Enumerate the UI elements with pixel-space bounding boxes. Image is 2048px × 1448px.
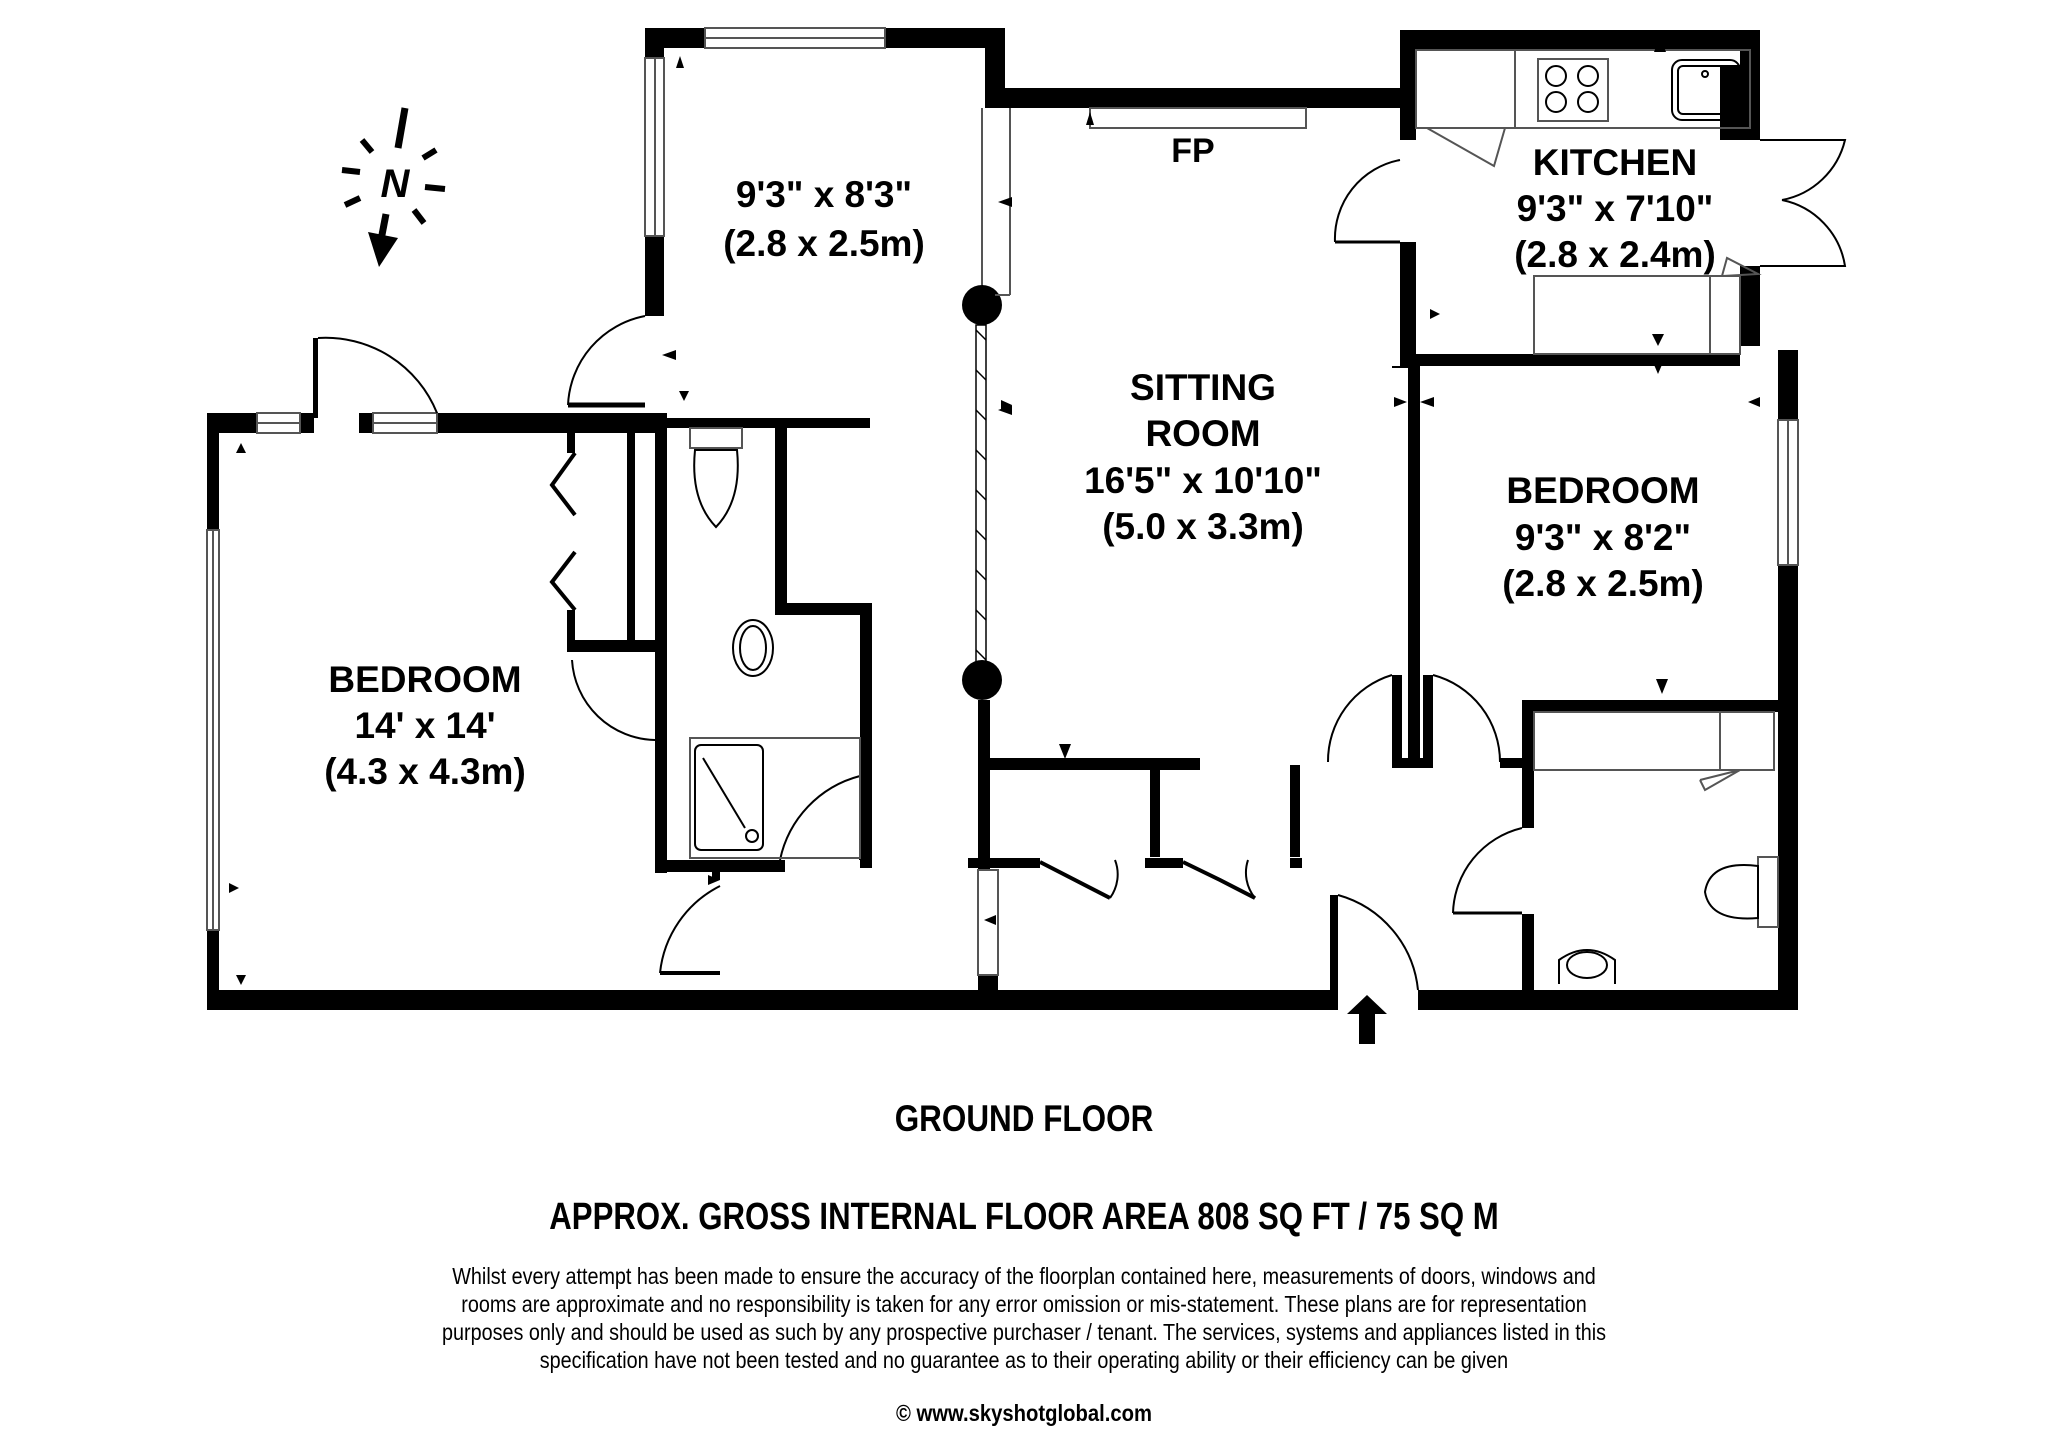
room-dim-metric: (2.8 x 2.5m) [1502,563,1704,604]
copyright-link[interactable]: © www.skyshotglobal.com [896,1400,1152,1426]
compass-letter: N [381,162,411,206]
room-name-line2: ROOM [1145,413,1260,454]
room-name: BEDROOM [1506,470,1699,511]
room-dim-imperial: 9'3" x 7'10" [1517,188,1714,229]
fireplace: FP [1089,107,1307,170]
room-sitting-room: SITTING ROOM 16'5" x 10'10" (5.0 x 3.3m) [1084,367,1322,547]
disclaimer-line: rooms are approximate and no responsibil… [461,1291,1587,1317]
area-summary: APPROX. GROSS INTERNAL FLOOR AREA 808 SQ… [549,1196,1499,1238]
room-name-line1: SITTING [1130,367,1276,408]
room-dim-imperial: 9'3" x 8'2" [1515,517,1691,558]
door-swings [317,127,1847,991]
room-dim-metric: (5.0 x 3.3m) [1102,506,1304,547]
kitchen-units [1415,49,1751,355]
entrance-arrow-icon [1347,995,1387,1044]
room-bedroom-2: BEDROOM 9'3" x 8'2" (2.8 x 2.5m) [1502,470,1704,604]
shower-tray-icon [689,737,861,859]
ensuite-fixtures [689,427,861,859]
room-dim-imperial: 9'3" x 8'3" [736,174,912,215]
basin-icon [1558,949,1616,984]
room-dim-metric: (4.3 x 4.3m) [324,751,526,792]
disclaimer-line: purposes only and should be used as such… [441,1319,1607,1345]
room-conservatory: 9'3" x 8'3" (2.8 x 2.5m) [723,174,925,264]
toilet-icon [689,427,743,529]
wc-fixtures [1533,711,1779,984]
toilet-icon [1703,856,1779,928]
north-compass-icon: N [341,107,446,267]
floor-name: GROUND FLOOR [894,1098,1154,1139]
dimension-markers [229,36,1760,985]
room-name: KITCHEN [1533,142,1697,183]
room-name: BEDROOM [328,659,521,700]
disclaimer: Whilst every attempt has been made to en… [143,1262,1904,1374]
wardrobe-doors [549,451,577,612]
windows [206,27,1799,976]
sink-icon [1671,59,1741,121]
room-dim-metric: (2.8 x 2.4m) [1514,234,1716,275]
room-dim-imperial: 14' x 14' [354,705,495,746]
room-bedroom-1: BEDROOM 14' x 14' (4.3 x 4.3m) [324,659,526,792]
basin-icon [732,619,774,677]
disclaimer-line: Whilst every attempt has been made to en… [452,1263,1596,1289]
disclaimer-line: specification have not been tested and n… [539,1347,1509,1373]
hob-icon [1537,58,1609,122]
room-kitchen: KITCHEN 9'3" x 7'10" (2.8 x 2.4m) [1514,142,1716,275]
room-dim-metric: (2.8 x 2.5m) [723,223,925,264]
fireplace-label: FP [1171,132,1214,170]
room-dim-imperial: 16'5" x 10'10" [1084,460,1322,501]
